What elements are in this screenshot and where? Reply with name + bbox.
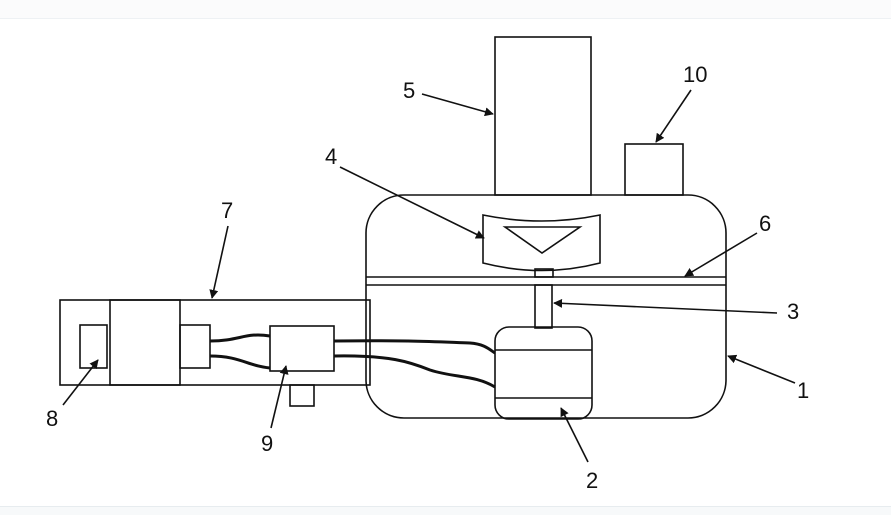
arrow-6 <box>684 232 758 277</box>
arrow-8 <box>62 359 99 406</box>
label-9: 9 <box>261 431 273 456</box>
part-7-housing <box>59 299 371 386</box>
label-2: 2 <box>586 468 598 493</box>
connector-block <box>179 324 211 369</box>
arrow-10 <box>655 89 692 143</box>
arrow-1 <box>727 354 796 384</box>
label-6: 6 <box>759 211 771 236</box>
arrow-7 <box>209 225 229 299</box>
wire-d <box>333 354 496 389</box>
part-4-triangle <box>502 226 583 254</box>
wire-b <box>209 354 271 370</box>
label-1: 1 <box>797 378 809 403</box>
label-5: 5 <box>403 78 415 103</box>
top-border-strip <box>0 0 891 19</box>
part-9-box <box>269 325 335 372</box>
arrow-2 <box>560 407 589 463</box>
arrow-5 <box>421 93 494 117</box>
part-3-shaft <box>534 284 553 329</box>
part-8 <box>79 324 108 369</box>
arrow-3 <box>553 298 778 314</box>
wire-a <box>209 333 271 343</box>
part-1-body <box>365 194 727 419</box>
label-4: 4 <box>325 144 337 169</box>
arrow-4 <box>339 166 485 239</box>
label-10: 10 <box>683 62 707 87</box>
part-10-block <box>624 143 684 196</box>
bowl-connector <box>534 268 554 278</box>
inner-block <box>109 299 181 386</box>
part-2-motor <box>494 326 593 420</box>
bottom-border-strip <box>0 506 891 515</box>
part-5-column <box>494 36 592 196</box>
part-9-tab <box>289 384 315 407</box>
label-8: 8 <box>46 406 58 431</box>
wire-c <box>333 339 496 355</box>
label-7: 7 <box>221 198 233 223</box>
label-3: 3 <box>787 299 799 324</box>
arrow-9 <box>270 365 289 429</box>
part-4-bowl <box>482 214 601 272</box>
